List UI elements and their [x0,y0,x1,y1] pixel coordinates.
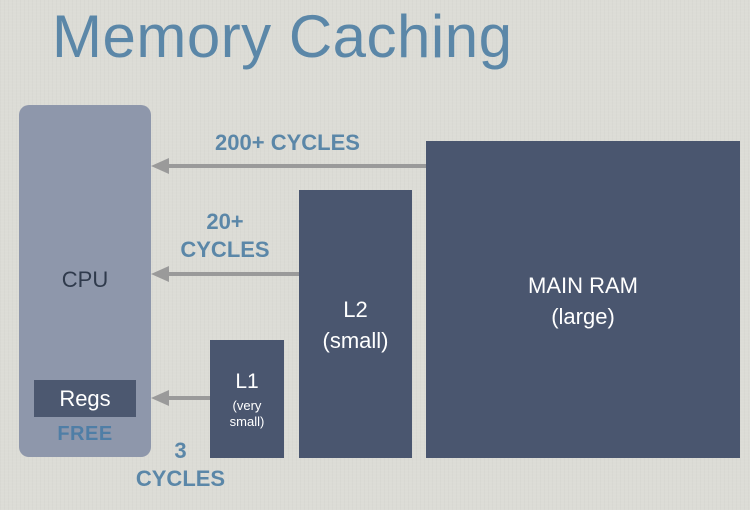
slide-title: Memory Caching [52,3,513,70]
l2-latency-unit: CYCLES [180,237,270,262]
l1-cache-size-line1: (very [232,398,262,413]
l2-cache-size: (small) [322,328,389,353]
l1-latency-value: 3 [174,438,187,463]
cpu-label: CPU [61,267,109,292]
l2-cache-box: L2 (small) [299,190,412,458]
registers-cost-label: FREE [57,423,113,445]
l1-latency-unit: CYCLES [135,466,226,491]
l1-cache-name: L1 [235,370,259,393]
l1-cache-box: L1 (very small) [210,340,284,458]
l2-latency-value: 20+ [206,209,244,234]
l1-to-cpu-arrow-head [151,390,169,406]
main-ram-size: (large) [551,304,615,329]
main-ram-box: MAIN RAM (large) [426,141,740,458]
cpu-box: CPU Regs FREE [19,105,151,457]
l1-cache-size: (very small) [210,398,284,430]
l2-latency-label: 20+ CYCLES [170,208,280,264]
l1-cache-size-line2: small) [229,414,265,429]
ram-to-cpu-arrow-head [151,158,169,174]
registers-box: Regs [34,380,136,417]
l2-cache-name: L2 [343,297,368,322]
ram-latency-label: 200+ CYCLES [215,130,360,155]
l1-latency-label: 3 CYCLES [128,437,233,493]
l2-to-cpu-arrow-head [151,266,169,282]
main-ram-name: MAIN RAM [528,273,638,298]
